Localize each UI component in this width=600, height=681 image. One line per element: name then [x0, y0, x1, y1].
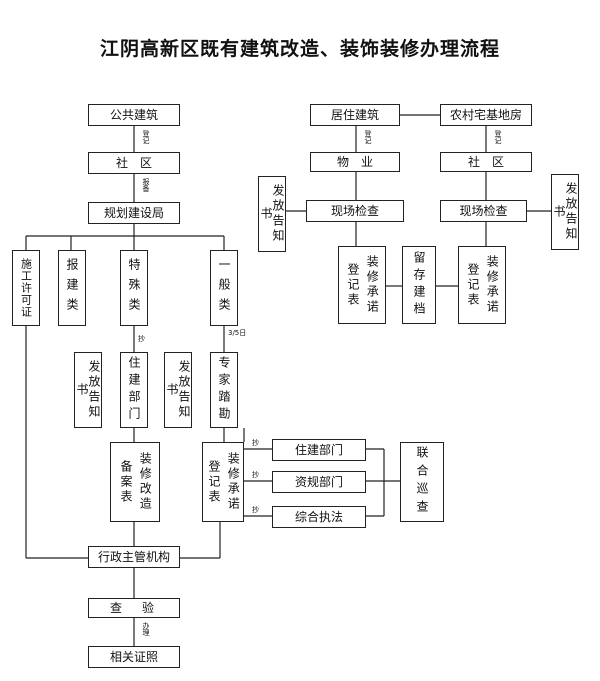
copy-label-4: 抄 — [252, 506, 259, 514]
days-label: 3/5日 — [228, 329, 247, 337]
community-left-box: 社 区 — [88, 152, 180, 174]
notice-left-2-box: 发放告知书 — [164, 352, 192, 428]
register-label-1: 登记 — [142, 130, 150, 144]
report-build-box: 报建类 — [58, 250, 86, 326]
copy-label-3: 抄 — [252, 471, 259, 479]
site-check-1-box: 现场检查 — [306, 200, 404, 222]
housing-dept-box: 住建部门 — [272, 439, 366, 461]
public-building-box: 公共建筑 — [88, 104, 180, 126]
notice-right-2-box: 发放告知书 — [551, 174, 579, 250]
register-label-3: 登记 — [494, 130, 502, 144]
property-box: 物 业 — [310, 152, 400, 172]
notice-right-1-box: 发放告知书 — [258, 176, 286, 252]
copy-label-1: 抄 — [138, 335, 145, 343]
construction-permit-box: 施工许可证 — [12, 250, 40, 326]
site-check-2-box: 现场检查 — [440, 200, 527, 222]
community-right-box: 社 区 — [440, 152, 532, 172]
certificates-box: 相关证照 — [88, 646, 180, 668]
notice-left-1-box: 发放告知书 — [74, 352, 102, 428]
reno-commit-right-1-box: 装修承诺登记表 — [338, 246, 386, 324]
reno-filing-box: 装修改造备案表 — [110, 442, 160, 522]
reno-commit-right-2-box: 装修承诺登记表 — [458, 246, 506, 324]
general-box: 一般类 — [210, 250, 238, 326]
resource-dept-box: 资规部门 — [272, 471, 366, 493]
admin-agency-box: 行政主管机构 — [88, 546, 180, 568]
planning-bureau-box: 规划建设局 — [88, 202, 180, 224]
register-label-2: 登记 — [364, 130, 372, 144]
residential-box: 居住建筑 — [310, 104, 400, 126]
expert-survey-box: 专家踏勘 — [210, 352, 238, 428]
joint-inspection-box: 联合巡查 — [400, 442, 444, 522]
reno-commit-left-box: 装修承诺登记表 — [202, 442, 244, 522]
copy-label-2: 抄 — [252, 439, 259, 447]
process-label: 办理 — [142, 622, 150, 636]
law-enforcement-box: 综合执法 — [272, 506, 366, 528]
archive-box: 留存建档 — [402, 246, 436, 324]
rural-homestead-box: 农村宅基地房 — [440, 104, 532, 126]
report-label: 报备 — [142, 178, 150, 192]
inspection-box: 查 验 — [88, 598, 180, 618]
special-box: 特殊类 — [120, 250, 148, 326]
page-title: 江阴高新区既有建筑改造、装饰装修办理流程 — [99, 38, 500, 60]
housing-dept-vertical-box: 住建部门 — [120, 352, 148, 428]
